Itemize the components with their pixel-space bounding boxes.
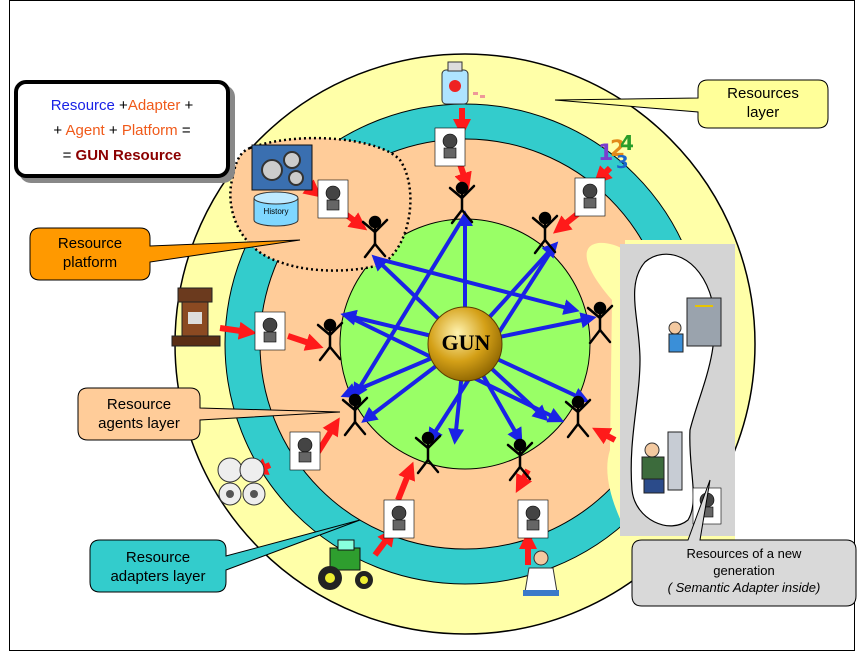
resource-agents-line: Resource (106, 396, 172, 413)
new-generation-line: Resources of a new (686, 546, 802, 561)
resource-platform-line: platform (62, 254, 118, 271)
new-generation-line: generation (713, 563, 775, 578)
formula-platform: Platform (121, 122, 178, 139)
resource-agents-callout: Resource agents layer (78, 395, 200, 433)
film-reels-icon (217, 457, 266, 506)
gears-icon (251, 144, 313, 191)
adapter-icon (517, 499, 549, 539)
medicine-bottle-icon (441, 61, 485, 105)
new-generation-callout: Resources of a new generation ( Semantic… (632, 545, 856, 596)
resource-platform-line: Resource (57, 235, 123, 252)
resources-layer-callout: Resources layer (698, 84, 828, 122)
agent-figure-icon (361, 215, 389, 259)
resources-layer-callout-shape (554, 79, 829, 129)
gun-label: GUN (441, 330, 491, 355)
resource-adapters-callout: Resource adapters layer (90, 548, 226, 586)
adapter-icon (434, 127, 466, 167)
adapters-callout-shape (89, 519, 361, 593)
agent-figure-icon (341, 393, 369, 437)
agent-figure-icon (316, 318, 344, 362)
doctor-icon (523, 550, 559, 596)
electrician-icon (668, 297, 722, 353)
resource-platform-callout: Resource platform (30, 234, 150, 272)
formula-equals: = (62, 147, 76, 164)
new-generation-note: ( Semantic Adapter inside) (667, 580, 821, 595)
svg-text:1: 1 (598, 141, 613, 166)
formula-gun-resource: GUN Resource (75, 147, 182, 164)
formula-agent: Agent (65, 122, 105, 139)
formula-adapter: Adapter (127, 97, 181, 114)
agents (316, 181, 614, 482)
history-label: History (263, 207, 289, 216)
adapter-icon (254, 311, 286, 351)
diagram-frame (9, 0, 855, 651)
adapter-icon (383, 499, 415, 539)
svg-text:3: 3 (616, 152, 629, 173)
platform-callout-shape (29, 227, 301, 281)
agent-figure-icon (414, 431, 442, 475)
gun-sphere (427, 306, 503, 382)
svg-text:2: 2 (610, 137, 625, 162)
formula-equals: = (177, 122, 191, 139)
formula-box: Resource +Adapter + + Agent + Platform =… (14, 80, 230, 178)
resources-layer-line: Resources (727, 85, 799, 102)
mechanic-icon (641, 431, 683, 494)
formula-plus: + (104, 122, 122, 139)
formula-plus: + (180, 97, 194, 114)
agent-figure-icon (506, 438, 534, 482)
svg-text:4: 4 (620, 131, 634, 155)
formula-plus: + (114, 97, 128, 114)
agent-figure-icon (564, 395, 592, 439)
agent-figure-icon (448, 181, 476, 225)
adapter-icon (574, 177, 606, 217)
formula-plus: + (53, 122, 66, 139)
adapters (254, 127, 722, 539)
resource-agents-line: agents layer (98, 415, 180, 432)
new-generation-callout-shape (631, 479, 857, 607)
adapter-icon (289, 431, 321, 471)
resource-adapters-line: adapters layer (110, 568, 206, 585)
numbers-icon: 1 2 4 3 (598, 131, 634, 173)
agent-figure-icon (586, 301, 614, 345)
resources-layer-line: layer (746, 104, 780, 121)
coffee-machine-icon (171, 287, 221, 347)
tractor-icon (318, 539, 373, 590)
database-icon (253, 191, 299, 227)
agent-figure-icon (531, 211, 559, 255)
adapter-icon (317, 179, 349, 219)
resource-adapters-line: Resource (125, 549, 191, 566)
formula-resource: Resource (50, 97, 115, 114)
agents-callout-shape (77, 387, 341, 441)
